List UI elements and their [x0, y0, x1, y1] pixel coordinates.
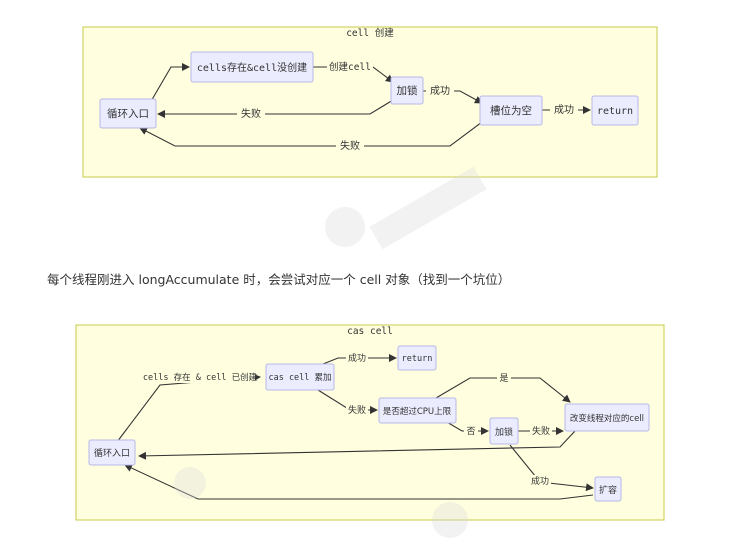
node-loop-entry-label: 循环入口 [94, 447, 130, 459]
edge-label-success: 成功 [430, 85, 450, 97]
node-lock-label: 加锁 [397, 84, 418, 97]
edge-expand-to-loop [124, 464, 594, 500]
edge-loop-to-cells [149, 63, 190, 104]
diagram1-frame [82, 26, 658, 178]
edge-label-success: 成功 [531, 475, 549, 487]
edge-label-fail: 失败 [241, 107, 261, 120]
edge-label-fail: 失败 [532, 425, 550, 437]
node-expand-label: 扩容 [599, 484, 617, 496]
node-slot-empty-label: 槽位为空 [490, 104, 532, 117]
node-lock-label: 加锁 [495, 426, 513, 438]
edge-lock-fail [157, 99, 394, 118]
edge-label-cells-exist: cells 存在 & cell 已创建 [143, 372, 258, 383]
watermark-logo [174, 467, 468, 538]
edge-label-no: 否 [466, 426, 475, 437]
node-return [397, 345, 437, 371]
diagram-cas-cell: cas cell cells 存在 & cell 已创建 成功 失败 是 否 失… [75, 324, 665, 521]
caption-text: 每个线程刚进入 longAccumulate 时，会尝试对应一个 cell 对象… [47, 272, 511, 287]
node-cells-exist [190, 51, 314, 83]
node-cas-cell-label: cas cell 累加 [268, 372, 331, 383]
node-expand [594, 476, 622, 502]
node-loop-entry [99, 98, 157, 129]
node-slot-empty [479, 95, 543, 126]
diagram1-title: cell 创建 [346, 27, 394, 39]
node-loop-entry [88, 439, 136, 466]
edge-label-yes: 是 [499, 373, 508, 384]
edge-label-fail: 失败 [340, 139, 360, 152]
node-loop-entry-label: 循环入口 [107, 107, 149, 120]
edge-cas-to-return [317, 354, 397, 367]
node-cells-exist-label: cells存在&cell没创建 [197, 61, 307, 74]
node-cpu-limit-label: 是否超过CPU上限 [383, 406, 452, 417]
edge-label-success: 成功 [348, 352, 366, 364]
edge-label-success: 成功 [554, 104, 574, 116]
node-return-label: return [597, 106, 633, 117]
node-cas-cell [265, 363, 335, 391]
node-change-cell [564, 403, 650, 432]
node-change-cell-label: 改变线程对应的cell [570, 413, 644, 424]
edge-slot-fail [139, 121, 483, 147]
node-cpu-limit [378, 397, 457, 424]
diagram2-title: cas cell [347, 326, 393, 337]
edge-label-fail: 失败 [348, 404, 366, 416]
watermark-logo [325, 166, 487, 250]
node-lock [489, 417, 519, 445]
edge-label-create-cell: 创建cell [329, 61, 371, 73]
node-return-label: return [402, 354, 433, 364]
edge-change-to-loop [138, 430, 576, 460]
diagram-cell-create: cell 创建 创建cell 成功 成功 失败 失败 循环入口 cells存在&… [82, 26, 658, 178]
node-return [591, 95, 639, 126]
node-lock [390, 76, 424, 105]
